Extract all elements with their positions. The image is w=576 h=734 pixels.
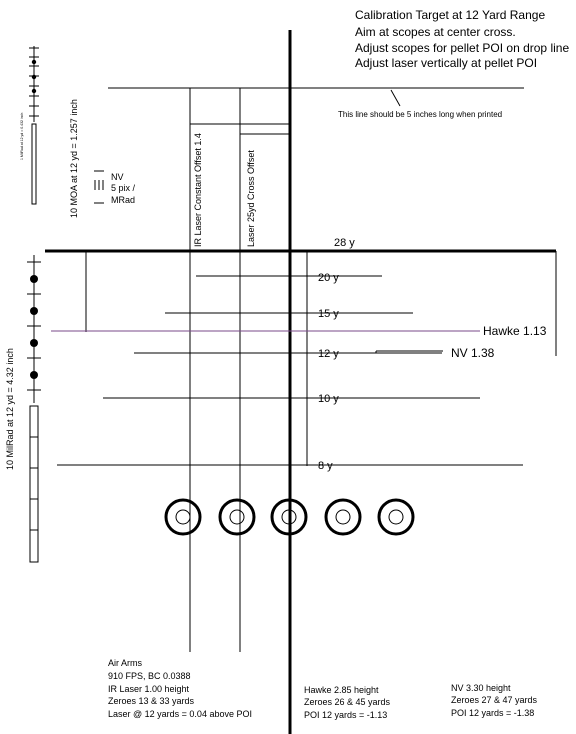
header-title: Calibration Target at 12 Yard Range	[355, 8, 545, 22]
range-label-28y: 28 y	[334, 237, 355, 249]
hawke-line-1: Hawke 2.85 height	[304, 685, 379, 695]
airarms-line-2: 910 FPS, BC 0.0388	[108, 671, 191, 681]
nv-line-2: Zeroes 27 & 47 yards	[451, 695, 538, 705]
airarms-notes: Air Arms 910 FPS, BC 0.0388 IR Laser 1.0…	[108, 658, 252, 719]
laser-25yd-offset-label: Laser 25yd Cross Offset	[246, 150, 256, 247]
nv-notes: NV 3.30 height Zeroes 27 & 47 yards POI …	[451, 683, 538, 718]
nv-legend-pix: 5 pix /	[111, 183, 136, 193]
airarms-line-5: Laser @ 12 yards = 0.04 above POI	[108, 709, 252, 719]
airarms-line-3: IR Laser 1.00 height	[108, 684, 190, 694]
scope-target-4	[324, 498, 362, 536]
airarms-line-4: Zeroes 13 & 33 yards	[108, 696, 195, 706]
milrad-scale-label: 10 MilRad at 12 yd = 4.32 inch	[5, 348, 15, 470]
moa-small-scale-label: 1 MilRad at 12 yd = 0.432 inch	[20, 113, 24, 160]
scope-target-5	[377, 498, 415, 536]
ir-laser-offset-label: IR Laser Constant Offset 1.4	[193, 133, 203, 247]
range-label-8y: 8 y	[318, 460, 333, 472]
header-line-1: Aim at scopes at center cross.	[355, 25, 516, 39]
nv-line-3: POI 12 yards = -1.38	[451, 708, 534, 718]
moa-scale-label: 10 MOA at 12 yd = 1.257 inch	[69, 99, 79, 218]
ruler-note: This line should be 5 inches long when p…	[338, 110, 502, 119]
airarms-line-1: Air Arms	[108, 658, 143, 668]
scope-target-1	[164, 498, 202, 536]
nv-label: NV 1.38	[451, 346, 495, 360]
nv-line-1: NV 3.30 height	[451, 683, 511, 693]
hawke-notes: Hawke 2.85 height Zeroes 26 & 45 yards P…	[304, 685, 391, 720]
range-label-12y: 12 y	[318, 348, 339, 360]
nv-legend-nv: NV	[111, 172, 124, 182]
range-label-15y: 15 y	[318, 308, 339, 320]
moa-scale	[29, 46, 39, 205]
nv-pixel-legend	[94, 170, 104, 204]
header-line-2: Adjust scopes for pellet POI on drop lin…	[355, 41, 569, 55]
nv-legend-mrad: MRad	[111, 195, 135, 205]
range-label-20y: 20 y	[318, 272, 339, 284]
hawke-line-2: Zeroes 26 & 45 yards	[304, 697, 391, 707]
milrad-scale	[27, 255, 41, 563]
ruler-pointer	[390, 89, 401, 107]
range-label-10y: 10 y	[318, 393, 339, 405]
scope-target-3	[270, 498, 308, 536]
hawke-label: Hawke 1.13	[483, 324, 547, 338]
hawke-line-3: POI 12 yards = -1.13	[304, 710, 387, 720]
scope-target-2	[218, 498, 256, 536]
header-line-3: Adjust laser vertically at pellet POI	[355, 56, 537, 70]
